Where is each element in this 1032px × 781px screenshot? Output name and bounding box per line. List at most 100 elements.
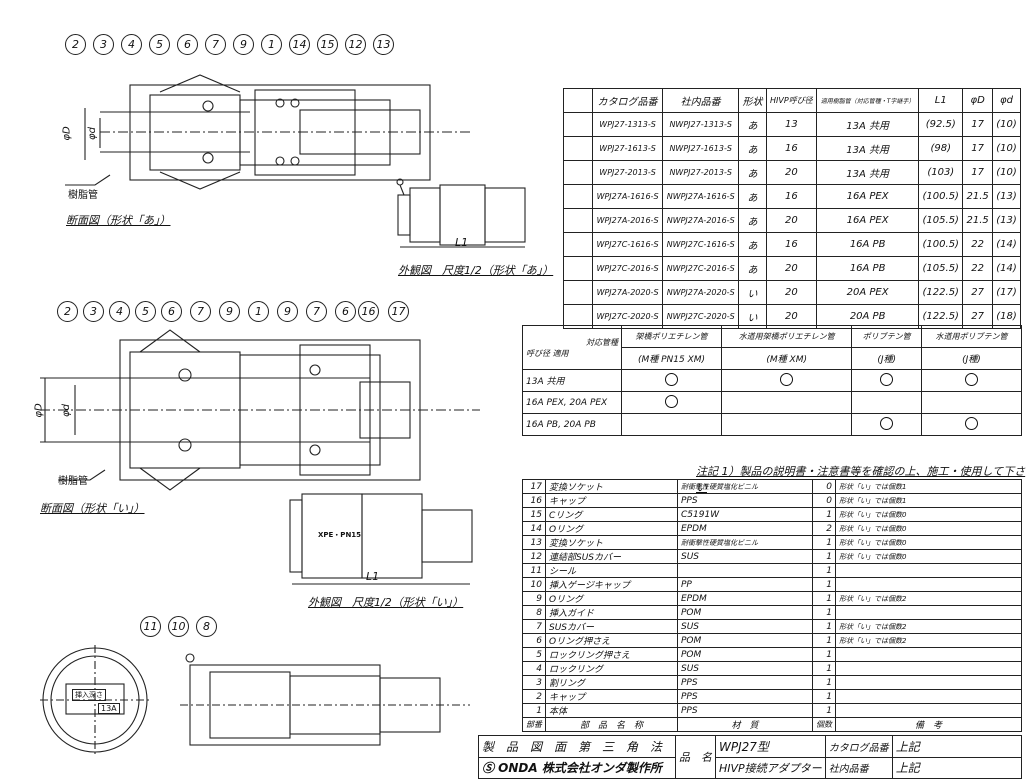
internal-value: 上記 (891, 756, 1023, 779)
cell: (10) (991, 136, 1022, 161)
cell: WPJ27C-1616-S (591, 232, 664, 257)
cell: Oリング押さえ (545, 633, 678, 648)
outer-caption-i: 外観図 尺度1/2（形状「い」） (308, 596, 464, 609)
company: Ⓢ ONDA 株式会社オンダ製作所 (478, 756, 676, 779)
cell: 13A 共用 (816, 112, 920, 137)
cell: PPS (677, 703, 813, 718)
cell: (103) (918, 160, 964, 185)
cell: 3 (522, 675, 546, 690)
cell: 1 (812, 703, 836, 718)
outer-caption-a: 外観図 尺度1/2（形状「あ」） (398, 264, 554, 277)
compat-cell (851, 391, 922, 414)
resin-pipe-label-a: 樹脂管 (68, 190, 98, 201)
balloon: 3 (93, 34, 114, 55)
balloon: 15 (317, 34, 338, 55)
header-cell: 水道用架橋ポリエチレン管 (720, 325, 853, 348)
cell: 1 (812, 535, 836, 550)
title-block: 製 品 図 面 第 三 角 法 品 名 WPJ27型 カタログ品番 上記 Ⓢ O… (478, 735, 1023, 779)
header-cell: 材 質 (677, 717, 813, 732)
cell: (13) (991, 208, 1022, 233)
cell: (92.5) (918, 112, 964, 137)
cell: あ (738, 160, 767, 185)
header-cell: 架橋ポリエチレン管 (621, 325, 722, 348)
cell: SUS (677, 661, 813, 676)
cell: 1 (812, 577, 836, 592)
compat-cell (720, 369, 853, 392)
name-label: 品 名 (675, 735, 716, 779)
balloon: 9 (233, 34, 254, 55)
cell: (14) (991, 232, 1022, 257)
cell: 16 (522, 493, 546, 508)
cell (835, 577, 1022, 592)
cell: (13) (991, 184, 1022, 209)
balloon: 9 (277, 301, 298, 322)
cell: PP (677, 577, 813, 592)
cell: 5 (522, 647, 546, 662)
header-cell: 部 品 名 称 (545, 717, 678, 732)
cell: NWPJ27-2013-S (662, 160, 740, 185)
header-cell: カタログ品番 (591, 88, 664, 113)
cell: 0 (812, 493, 836, 508)
header-cell: 備 考 (835, 717, 1022, 732)
cell: 11 (522, 563, 546, 578)
circle-mark (880, 416, 894, 430)
section-caption-a: 断面図（形状「あ」） (66, 214, 171, 227)
outer-view-i (289, 493, 473, 585)
cell: POM (677, 647, 813, 662)
table-row: 16A PB, 20A PB (522, 413, 1023, 436)
header-cell: 形状 (738, 88, 767, 113)
header-cell: 社内品番 (662, 88, 740, 113)
cell: 16A PB (816, 256, 920, 281)
balloon: 4 (109, 301, 130, 322)
cell: WPJ27C-2020-S (591, 304, 664, 329)
insertion-detail (180, 653, 470, 746)
cell: 1 (812, 549, 836, 564)
model: WPJ27型 (715, 735, 826, 758)
compat-cell (720, 391, 853, 414)
cell: 1 (812, 661, 836, 676)
cell: 2 (522, 689, 546, 704)
cell: 割リング (545, 675, 678, 690)
balloon: 7 (205, 34, 226, 55)
cell: NWPJ27A-2016-S (662, 208, 740, 233)
cell (835, 689, 1022, 704)
balloon: 5 (149, 34, 170, 55)
cell: 14 (522, 521, 546, 536)
cell: 16 (765, 232, 818, 257)
cell: 1 (812, 591, 836, 606)
circle-mark (964, 372, 978, 386)
cell: 21.5 (962, 184, 993, 209)
cell: あ (738, 136, 767, 161)
header-cell: (J種) (851, 347, 922, 370)
cell (835, 605, 1022, 620)
cell: ロックリング押さえ (545, 647, 678, 662)
balloon: 13 (373, 34, 394, 55)
cell: 形状「い」では個数1 (835, 493, 1022, 508)
cell (835, 647, 1022, 662)
cell: 形状「い」では個数0 (835, 521, 1022, 536)
cell: 1 (812, 647, 836, 662)
cell: 形状「い」では個数0 (835, 549, 1022, 564)
cell: 20A PEX (816, 280, 920, 305)
insert-depth-label: 挿入深さ (72, 689, 106, 701)
cell: 10 (522, 577, 546, 592)
cell: 6 (522, 633, 546, 648)
cell: 8 (522, 605, 546, 620)
cell: 1 (812, 619, 836, 634)
cell: WPJ27C-2016-S (591, 256, 664, 281)
balloon: 3 (83, 301, 104, 322)
l1-label-i: L1 (366, 570, 380, 583)
cell: い (738, 304, 767, 329)
compat-cell (621, 369, 722, 392)
cell: 17 (962, 112, 993, 137)
cell: NWPJ27C-2020-S (662, 304, 740, 329)
cell: NWPJ27A-1616-S (662, 184, 740, 209)
header-cell: 部番 (522, 717, 546, 732)
cell: WPJ27A-1616-S (591, 184, 664, 209)
